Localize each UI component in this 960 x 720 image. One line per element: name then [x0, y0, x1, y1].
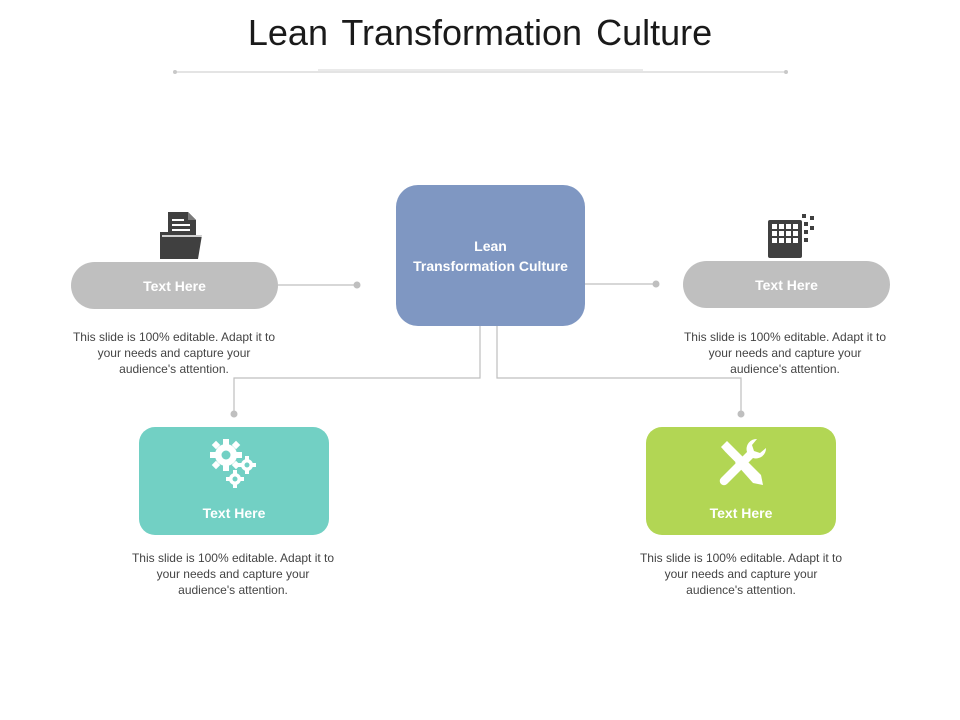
- item-pill-1: Text Here: [71, 262, 278, 309]
- item-card-3: Text Here: [139, 427, 329, 535]
- item-description-3: This slide is 100% editable. Adapt it to…: [131, 551, 335, 597]
- center-node: Lean Transformation Culture: [396, 185, 585, 326]
- folder-document-icon: [158, 210, 206, 265]
- item-description-2: This slide is 100% editable. Adapt it to…: [683, 330, 887, 376]
- item-pill-2: Text Here: [683, 261, 890, 308]
- item-label-1: Text Here: [143, 277, 206, 294]
- item-label-2: Text Here: [755, 276, 818, 293]
- tools-icon: [646, 435, 836, 491]
- item-label-3: Text Here: [202, 505, 266, 521]
- slide-title: Lean Transformation Culture: [247, 12, 713, 53]
- item-card-4: Text Here: [646, 427, 836, 535]
- center-node-line1: Lean: [474, 237, 507, 254]
- item-description-1: This slide is 100% editable. Adapt it to…: [72, 330, 276, 376]
- gears-icon: [139, 435, 329, 491]
- item-label-4: Text Here: [709, 505, 773, 521]
- title-divider: [173, 69, 788, 74]
- item-description-4: This slide is 100% editable. Adapt it to…: [639, 551, 843, 597]
- center-node-line2: Transformation Culture: [413, 257, 568, 274]
- grid-dissolve-icon: [766, 212, 816, 265]
